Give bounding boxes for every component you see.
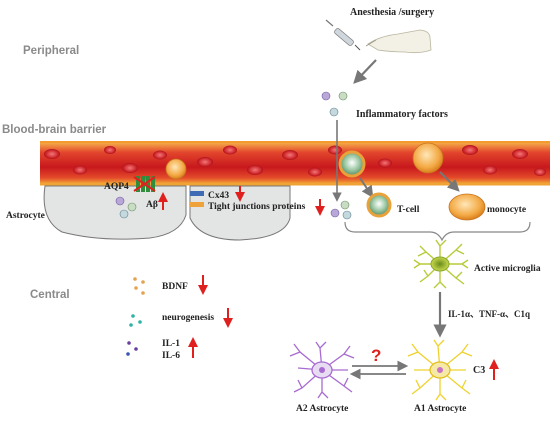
aqp4-channel-icon xyxy=(133,176,156,192)
crossed-factors-dots xyxy=(330,200,352,220)
question-mark: ? xyxy=(371,346,381,365)
surgery-arrow xyxy=(353,59,377,84)
inflammatory-dots xyxy=(321,91,348,117)
red-blood-cells xyxy=(44,145,546,177)
astrocyte-endfoot-left xyxy=(43,185,187,240)
astrocyte-endfoot-right xyxy=(189,185,291,241)
il1-label: IL-1 xyxy=(162,339,180,349)
bracket xyxy=(344,221,531,242)
microglia-label: Active microglia xyxy=(474,264,541,274)
astrocyte-label: Astrocyte xyxy=(6,211,45,221)
tight-junction-label: Tight junctions proteins xyxy=(208,202,306,212)
monocyte-label: monocyte xyxy=(487,205,526,215)
glove-hand-icon xyxy=(365,29,432,54)
neurogenesis-dots xyxy=(129,314,142,327)
section-peripheral: Peripheral xyxy=(23,45,79,57)
monocyte-arrow xyxy=(439,171,460,192)
inflammatory-label: Inflammatory factors xyxy=(356,109,448,120)
abeta-label: Aβ xyxy=(146,200,158,210)
section-bbb: Blood-brain barrier xyxy=(2,124,107,136)
cx43-label: Cx43 xyxy=(208,191,229,201)
monocyte-outside xyxy=(448,193,486,221)
tight-junction-icon xyxy=(190,202,204,207)
anesthesia-label: Anesthesia /surgery xyxy=(350,7,434,18)
bdnf-dots xyxy=(133,277,145,295)
il-dots xyxy=(126,341,138,356)
c3-label: C3 xyxy=(473,365,485,376)
tcell-arrow xyxy=(359,177,374,198)
tcell-in-vessel xyxy=(338,150,366,178)
abeta-dots xyxy=(115,196,137,219)
bdnf-label: BDNF xyxy=(162,282,188,292)
il6-label: IL-6 xyxy=(162,351,180,361)
a1-astrocyte-icon xyxy=(407,339,473,401)
neurogenesis-label: neurogenesis xyxy=(162,313,214,323)
aqp4-label: AQP4 xyxy=(104,182,129,192)
microglia-icon xyxy=(413,239,469,289)
monocyte-in-vessel xyxy=(165,158,187,180)
monocyte-in-vessel-2 xyxy=(412,142,444,174)
tcell-outside xyxy=(366,192,392,218)
tcell-label: T-cell xyxy=(397,205,420,215)
cytokines-label: IL-1α、TNF-α、C1q xyxy=(448,309,530,319)
a1-label: A1 Astrocyte xyxy=(414,404,466,414)
syringe-icon xyxy=(325,19,361,51)
a2-astrocyte-icon xyxy=(289,341,355,399)
cx43-channel-icon xyxy=(190,191,204,196)
a2-label: A2 Astrocyte xyxy=(296,404,348,414)
section-central: Central xyxy=(30,289,70,301)
